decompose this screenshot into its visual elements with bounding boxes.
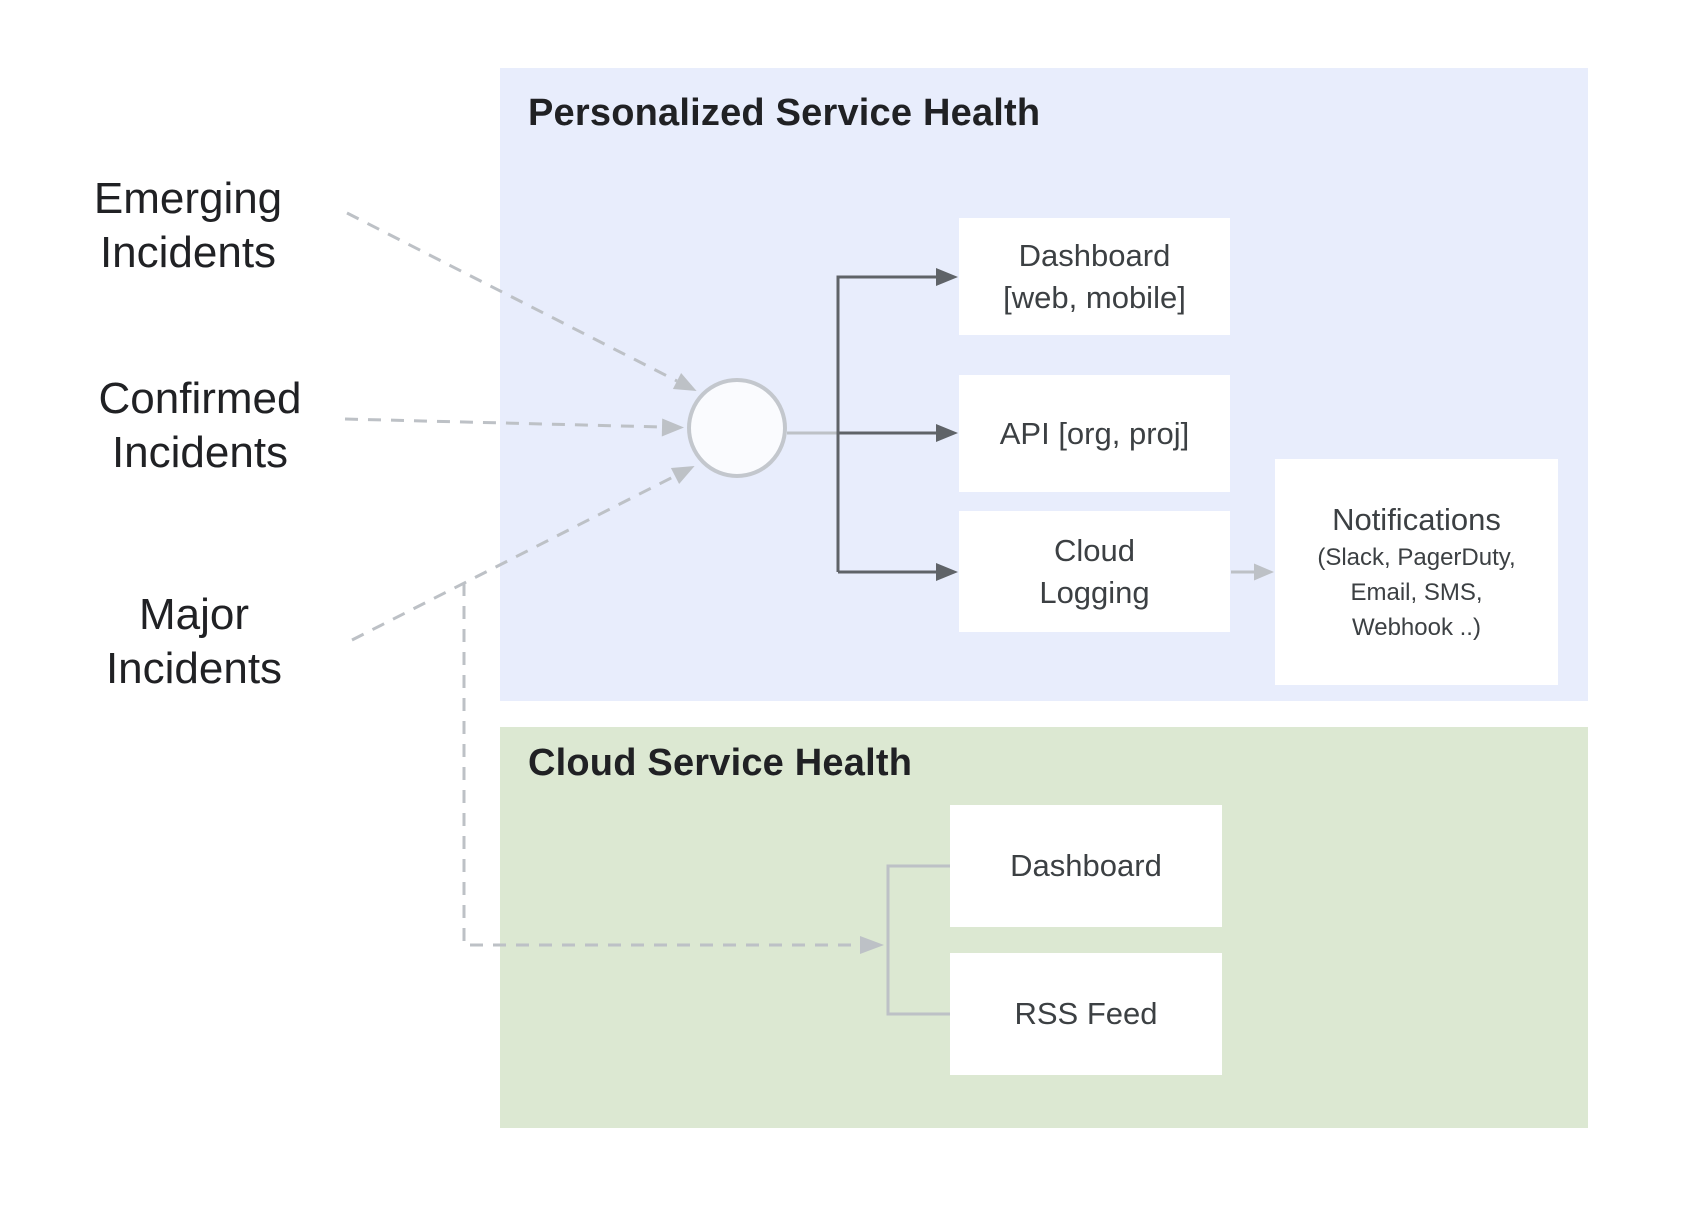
node-label-line: Dashboard	[1018, 237, 1171, 273]
input-label-line: Incidents	[99, 228, 277, 277]
arrow-major-to-hub	[351, 466, 695, 642]
node-cloud-logging: Cloud Logging	[959, 511, 1230, 632]
arrowhead-to-dashboard	[936, 268, 958, 286]
notifications-detail-line: (Slack, PagerDuty,	[1317, 543, 1516, 571]
input-label-line: Incidents	[111, 428, 289, 477]
input-label-line: Confirmed	[98, 374, 302, 423]
input-label-line: Emerging	[93, 174, 283, 223]
arrowhead-to-api	[936, 424, 958, 442]
node-label-line: Logging	[1039, 574, 1150, 610]
input-label-confirmed-incidents: Confirmed Incidents	[40, 372, 360, 480]
node-label-line: Dashboard	[1010, 848, 1162, 883]
node-label-line: [web, mobile]	[1003, 279, 1186, 315]
input-label-major-incidents: Major Incidents	[34, 588, 354, 696]
input-label-emerging-incidents: Emerging Incidents	[28, 172, 348, 280]
input-label-line: Incidents	[105, 644, 283, 693]
node-dashboard-web-mobile: Dashboard [web, mobile]	[959, 218, 1230, 335]
connector-cloud-bracket	[886, 864, 950, 1016]
node-rss-feed: RSS Feed	[950, 953, 1222, 1075]
node-cloud-dashboard: Dashboard	[950, 805, 1222, 927]
arrow-confirmed-to-hub	[344, 417, 684, 437]
node-label-line: RSS Feed	[1014, 996, 1158, 1031]
notifications-title: Notifications	[1332, 501, 1501, 537]
notifications-detail-line: Email, SMS,	[1350, 578, 1483, 606]
arrow-logging-to-notifications	[1231, 563, 1274, 581]
node-api: API [org, proj]	[959, 375, 1230, 492]
personalized-panel-title: Personalized Service Health	[528, 92, 1041, 134]
input-label-line: Major	[138, 590, 250, 639]
notifications-detail-line: Webhook ..)	[1352, 613, 1481, 641]
cloud-panel-title: Cloud Service Health	[528, 742, 913, 784]
arrow-incidents-to-cloud-service-health	[462, 583, 884, 954]
node-label-line: Cloud	[1054, 532, 1135, 568]
hub-circle	[687, 378, 787, 478]
node-label-line: API [org, proj]	[999, 415, 1190, 451]
arrow-emerging-to-hub	[346, 211, 697, 391]
arrowhead-to-cloud-logging	[936, 563, 958, 581]
connector-branch-dark	[836, 268, 958, 581]
node-notifications: Notifications (Slack, PagerDuty, Email, …	[1275, 459, 1558, 685]
